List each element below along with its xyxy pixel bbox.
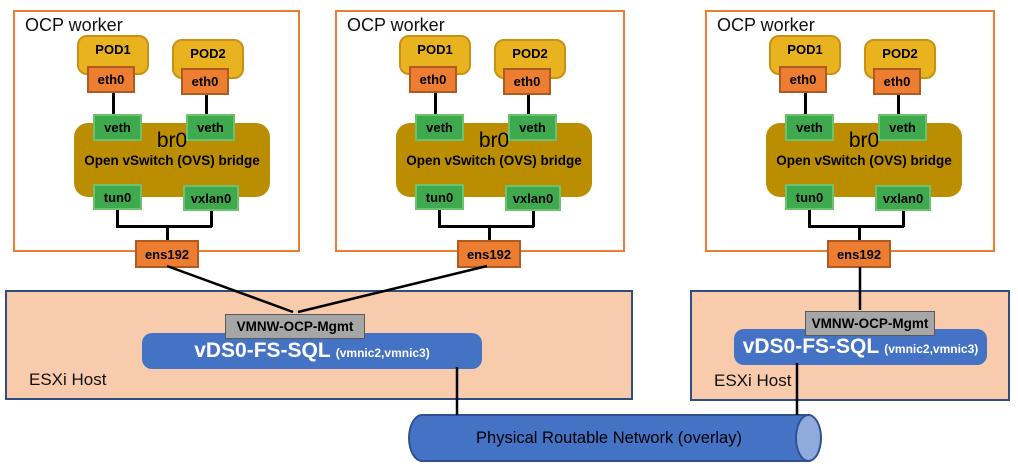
vxlan0-node: vxlan0 — [183, 185, 239, 211]
network-cylinder: Physical Routable Network (overlay) — [408, 414, 810, 462]
veth-node: veth — [186, 114, 235, 141]
bridge-label: Open vSwitch (OVS) bridge — [84, 153, 260, 168]
connector-line — [438, 225, 534, 228]
vxlan0-node: vxlan0 — [505, 185, 561, 211]
connector-line — [116, 209, 119, 227]
ocp-worker-box-2: OCP worker POD1 POD2 eth0 eth0 br0 Open … — [335, 10, 625, 268]
esxi-host-label: ESXi Host — [29, 370, 107, 389]
connector-line — [804, 92, 807, 115]
vds-name: vDS0-FS-SQL — [194, 339, 331, 362]
connector-line — [438, 209, 441, 227]
worker-title: OCP worker — [717, 15, 815, 35]
vds-uplinks: (vmnic2,vmnic3) — [884, 342, 979, 356]
vxlan0-node: vxlan0 — [875, 185, 931, 211]
connector-line — [808, 225, 904, 228]
veth-node: veth — [785, 114, 834, 141]
worker-title: OCP worker — [25, 15, 123, 35]
eth0-node: eth0 — [409, 66, 457, 93]
connector-line — [897, 94, 900, 115]
veth-node: veth — [415, 114, 464, 141]
esxi-host-box-2: vDS0-FS-SQL (vmnic2,vmnic3) VMNW-OCP-Mgm… — [690, 290, 1010, 401]
esxi-host-box-1: vDS0-FS-SQL (vmnic2,vmnic3) VMNW-OCP-Mgm… — [5, 290, 633, 400]
tun0-node: tun0 — [785, 184, 834, 210]
vds-name: vDS0-FS-SQL — [742, 335, 880, 358]
portgroup-node: VMNW-OCP-Mgmt — [805, 311, 935, 336]
connector-line — [166, 225, 169, 242]
portgroup-node: VMNW-OCP-Mgmt — [225, 314, 365, 339]
bridge-label: Open vSwitch (OVS) bridge — [406, 153, 582, 168]
connector-line — [434, 92, 437, 115]
eth0-node: eth0 — [779, 66, 827, 93]
ocp-worker-box-1: OCP worker POD1 POD2 eth0 eth0 br0 Open … — [13, 10, 300, 268]
connector-line — [858, 225, 861, 242]
vds-uplinks: (vmnic2,vmnic3) — [335, 346, 430, 360]
esxi-host-label: ESXi Host — [714, 371, 792, 390]
worker-title: OCP worker — [347, 15, 445, 35]
connector-line — [112, 92, 115, 115]
ens192-node: ens192 — [457, 240, 521, 268]
veth-node: veth — [508, 114, 557, 141]
bridge-name: br0 — [156, 129, 188, 152]
bridge-label: Open vSwitch (OVS) bridge — [776, 153, 952, 168]
eth0-node: eth0 — [181, 68, 229, 95]
eth0-node: eth0 — [503, 68, 551, 95]
bridge-name: br0 — [848, 129, 880, 152]
network-cylinder-cap — [795, 414, 822, 462]
connector-line — [116, 225, 212, 228]
connector-line — [808, 209, 811, 227]
bridge-name: br0 — [478, 129, 510, 152]
vds-node: vDS0-FS-SQL (vmnic2,vmnic3) — [142, 333, 482, 369]
eth0-node: eth0 — [873, 68, 921, 95]
veth-node: veth — [878, 114, 927, 141]
ens192-node: ens192 — [135, 240, 199, 268]
connector-line — [532, 210, 535, 227]
ocp-worker-box-3: OCP worker POD1 POD2 eth0 eth0 br0 Open … — [705, 10, 995, 268]
veth-node: veth — [93, 114, 142, 141]
tun0-node: tun0 — [93, 184, 142, 210]
connector-line — [488, 225, 491, 242]
connector-line — [902, 210, 905, 227]
network-label: Physical Routable Network (overlay) — [476, 428, 742, 447]
eth0-node: eth0 — [87, 66, 135, 93]
connector-line — [527, 94, 530, 115]
ens192-node: ens192 — [827, 240, 891, 268]
connector-line — [205, 94, 208, 115]
tun0-node: tun0 — [415, 184, 464, 210]
connector-line — [210, 210, 213, 227]
